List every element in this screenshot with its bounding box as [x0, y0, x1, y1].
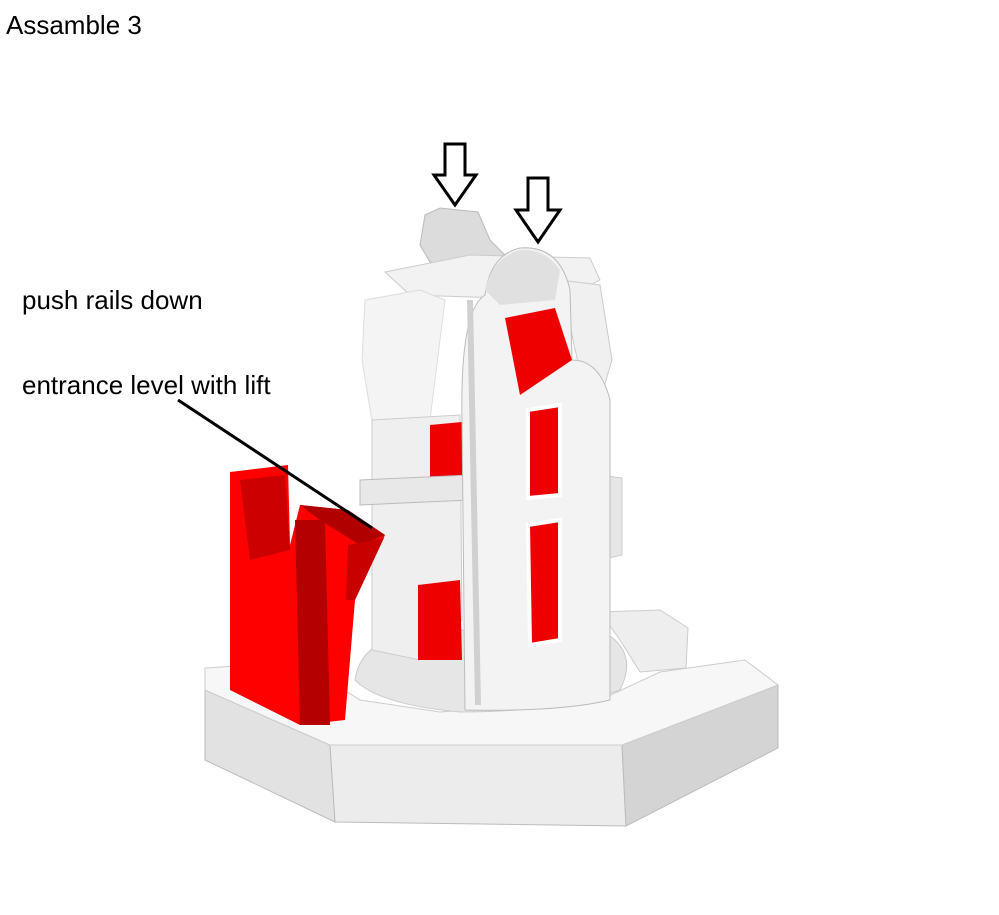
leader-line — [177, 398, 373, 530]
push-arrow-right — [513, 176, 563, 245]
annotation-push-rails: push rails down — [22, 285, 203, 315]
annotation-entrance-level: entrance level with lift — [22, 370, 271, 400]
front-rail — [461, 247, 611, 711]
push-arrow-left — [431, 142, 479, 208]
red-lift-part — [230, 465, 385, 725]
page-title: Assamble 3 — [6, 10, 142, 40]
